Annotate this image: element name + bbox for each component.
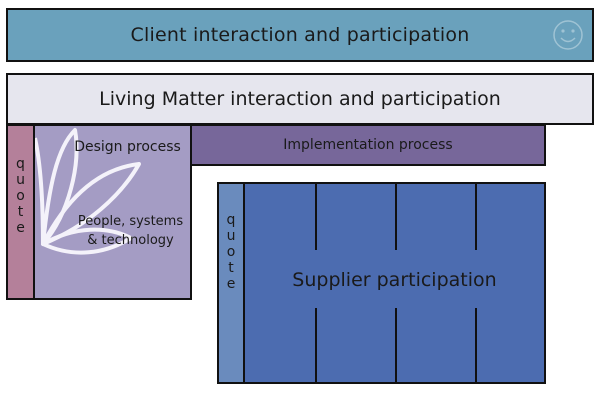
technology-line: & technology [87, 233, 174, 248]
people-systems-label: People, systems & technology [75, 212, 186, 252]
quote-left-letter: e [16, 220, 25, 236]
client-interaction-title: Client interaction and participation [130, 24, 470, 46]
client-interaction-bar: Client interaction and participation [6, 8, 594, 62]
supplier-divider [475, 308, 477, 384]
quote-left-letter: u [16, 172, 25, 188]
supplier-participation-title: Supplier participation [292, 269, 497, 291]
living-matter-title: Living Matter interaction and participat… [99, 88, 501, 110]
quote-left-column: q u o t e [6, 124, 35, 300]
supplier-divider [395, 184, 397, 250]
quote-left-text: q u o t e [8, 156, 33, 236]
quote-left-letter: t [17, 204, 24, 220]
quote-left-letter: o [16, 188, 25, 204]
people-systems-line: People, systems [77, 214, 184, 230]
design-process-header: Design process [35, 126, 190, 168]
supplier-divider [475, 184, 477, 250]
quote-right-letter: t [228, 260, 234, 276]
quote-right-letter: o [226, 244, 236, 260]
smiley-icon [553, 20, 583, 50]
quote-right-text: q u o t e [219, 212, 243, 292]
living-matter-bar: Living Matter interaction and participat… [6, 73, 594, 125]
supplier-divider [315, 184, 317, 250]
flower-icon [35, 128, 141, 255]
quote-right-letter: q [226, 212, 236, 228]
supplier-participation-area: Supplier participation [243, 182, 546, 384]
supplier-divider [395, 308, 397, 384]
implementation-process-title: Implementation process [283, 137, 453, 153]
quote-right-letter: u [226, 228, 236, 244]
quote-right-column: q u o t e [217, 182, 245, 384]
design-process-title: Design process [74, 139, 181, 155]
supplier-divider [315, 308, 317, 384]
implementation-process-bar: Implementation process [190, 124, 546, 166]
quote-right-letter: e [226, 276, 236, 292]
quote-left-letter: q [16, 156, 25, 172]
design-process-area: Design process People, systems & technol… [33, 124, 192, 300]
